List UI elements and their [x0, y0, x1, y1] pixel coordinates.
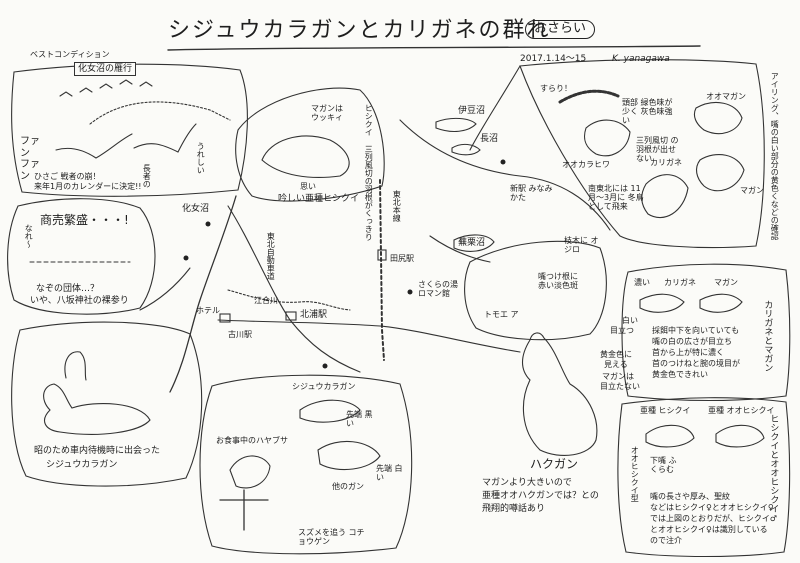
canada-caption-1: 昭のため車内待機時に出会った	[34, 446, 161, 456]
map-izunuma: 伊豆沼	[458, 106, 486, 116]
date: 2017.1.14～15	[520, 54, 587, 64]
birds-right-note: アイリング、嘴の白い部分の黄色くなどの確認	[770, 72, 780, 240]
hishikui-side-note: ヒシクイ 三列風切の羽根がくっきり	[364, 104, 374, 241]
hakugan-note-2: 亜種オオハクガンでは？との	[482, 491, 599, 501]
map-kitaura-station: 北浦駅	[300, 310, 328, 320]
karigane-body-1: 採餌中下を向いていても	[652, 326, 740, 335]
map-tohoku-line: 東北本線	[392, 190, 402, 222]
sparrow-label-2: 嘴つけ根に 赤い淡色斑	[538, 272, 578, 291]
map-expressway: 東北自動車道	[266, 232, 276, 280]
map-kabukurinuma: 蕪栗沼	[458, 238, 486, 248]
map-sakura-onsen: さくらの湯 ロマン館	[418, 280, 458, 299]
gangs-tip-white: 先端 白い	[376, 464, 403, 483]
hishi-body-4: とオオヒシクイ♀は識別している	[650, 525, 768, 534]
hishikui-label: 吟しい亜種ヒシクイ	[278, 194, 360, 204]
karigane-left-1: 黄金色に	[600, 350, 632, 359]
hishi-vertical-title: ヒシクイとオオヒシクイ	[768, 414, 779, 513]
karigane-label-noticeable: 目立つ	[610, 326, 634, 335]
hishi-body-3: では上図のとおりだが、ヒシクイ♂	[650, 514, 778, 523]
sparrow-label-1: 枝木に オジロ	[564, 236, 599, 255]
karigane-label-karigane: カリガネ	[664, 278, 696, 287]
hishi-side: オオヒシクイ型	[630, 446, 640, 502]
festival-caption-2: いや、八坂神社の裸参り	[30, 296, 129, 306]
review-badge: おさらい	[525, 20, 596, 39]
map-furukawa-station: 古川駅	[228, 330, 252, 339]
birds-tag: すらり！	[540, 84, 572, 93]
karigane-label-dark: 濃い	[634, 278, 650, 287]
gangs-falcon: お食事中のハヤブサ	[216, 436, 288, 445]
gangs-title: シジュウカラガン	[292, 382, 356, 391]
karigane-left-3: マガンは	[602, 372, 634, 381]
festival-speech: 商売繁盛・・・!	[40, 213, 129, 227]
hishi-body-2: などはヒシクイ♀とオオヒシクイ♀	[650, 503, 774, 512]
gangs-footer: スズメを追う コチョウゲン	[298, 528, 365, 547]
kenuma-caption-1: ひさご 戦者の崩！	[34, 172, 101, 181]
hakugan-note-1: マガンより大きいので	[482, 478, 572, 488]
hishi-h2: 亜種 オオヒシクイ	[708, 406, 775, 415]
birds-wing-note: 三列風切 の羽根が出せない	[636, 136, 679, 164]
hakugan-name: ハクガン	[530, 457, 579, 471]
karigane-body-4: 首のつけねと腕の境目が	[652, 359, 740, 368]
gangs-other: 他のガン	[332, 482, 364, 491]
karigane-body-3: 首から上が特に濃く	[652, 348, 724, 357]
karigane-body-5: 黄金色できれい	[652, 370, 708, 379]
birds-magan: マガン	[740, 186, 764, 195]
birds-omagan: オオマガン	[706, 92, 746, 101]
map-tajiri-station: 田尻駅	[390, 254, 414, 263]
karigane-vertical-title: カリガネとマガン	[762, 300, 773, 372]
map-naganuma: 長沼	[480, 134, 499, 144]
kenuma-tag-2: 長者の	[142, 164, 152, 188]
karigane-label-white: 白い	[622, 316, 638, 325]
birds-karigane: カリガネ	[650, 158, 682, 167]
karigane-left-4: 目立たない	[600, 382, 640, 391]
birds-okarahiwa: オオカラヒワ	[562, 160, 610, 169]
hishi-lower: 下嘴 ふくらむ	[650, 456, 677, 475]
hishi-body-1: 嘴の長さや厚み、聖紋	[650, 492, 730, 501]
birds-head-note: 頭部 緑色味が少く 灰色味強い	[622, 98, 673, 126]
hishi-h1: 亜種 ヒシクイ	[640, 406, 691, 415]
karigane-label-magan: マガン	[714, 278, 738, 287]
festival-caption-1: なぞの団体…？	[36, 284, 100, 294]
kenuma-sound: ファン ファン	[20, 136, 40, 182]
map-minamikata: 新駅 みなみかた	[510, 184, 553, 203]
map-hotel: ホテル	[196, 306, 220, 315]
hishikui-small: 思い	[300, 182, 316, 191]
kenuma-tag-1: うれしい	[196, 142, 206, 174]
kenuma-heading-prefix: ベストコンディション	[30, 50, 110, 59]
map-eai-river: 江合川	[254, 296, 278, 305]
kenuma-caption-2: 来年1月のカレンダーに決定!!	[34, 182, 142, 191]
birds-okarahiwa-note: 南東北には 11月～3月に 冬鳥として飛来	[588, 184, 644, 212]
map-kenuma: 化女沼	[182, 204, 210, 214]
page-title: シジュウカラガンとカリガネの群れ	[168, 18, 551, 43]
karigane-left-2: 見える	[604, 360, 628, 369]
author: K. yanagawa	[612, 54, 670, 64]
hishikui-bubble: マガンは ウッキィ	[311, 104, 343, 123]
canada-caption-2: シジュウカラガン	[46, 460, 118, 470]
sparrow-label-3: トモエ ア	[484, 310, 519, 319]
festival-side: なれ～	[24, 224, 34, 248]
hakugan-note-3: 飛翔的噂話あり	[482, 504, 546, 514]
karigane-body-2: 嘴の白の広さが目立ち	[652, 337, 732, 346]
kenuma-heading: 化女沼の雁行	[74, 62, 137, 77]
gangs-tip-black: 先端 黒い	[346, 410, 373, 429]
hishi-body-5: ので注介	[650, 536, 682, 545]
